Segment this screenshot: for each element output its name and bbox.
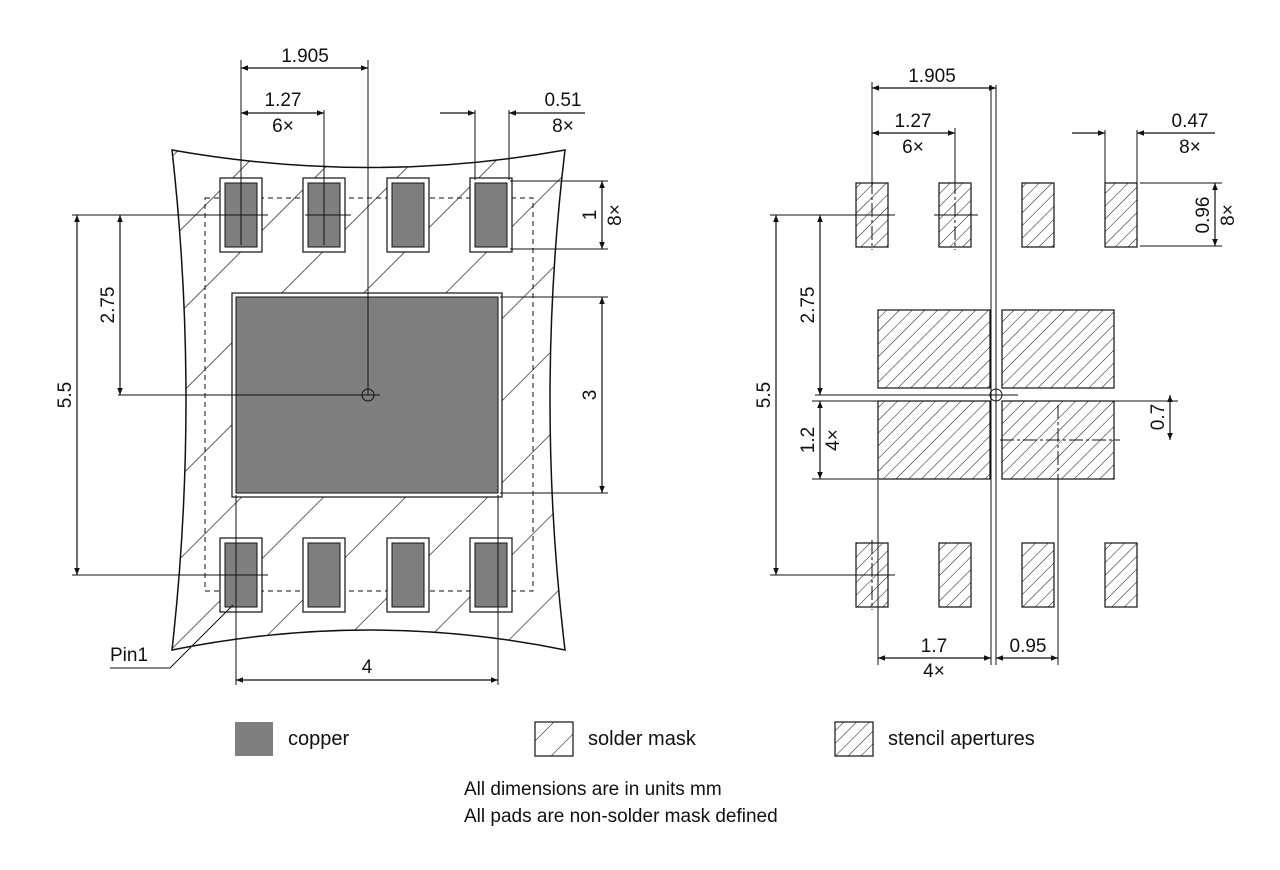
label-pad-width: 0.51 [545, 90, 582, 111]
label-row-to-row: 5.5 [55, 382, 76, 408]
note-units: All dimensions are in units mm [464, 779, 722, 800]
legend: copper solder mask stencil apertures [235, 721, 1035, 757]
label-pitch: 1.27 [265, 90, 302, 111]
aperture [1021, 542, 1055, 608]
pad [474, 542, 508, 608]
aperture [877, 309, 991, 389]
stencil-view: 1.905 1.27 6× 0.47 8× 0.96 8× 2.75 5.5 1… [754, 66, 1239, 682]
label-center-gap: 0.7 [1148, 404, 1169, 430]
label-aperture-height-count: 8× [1218, 204, 1239, 226]
label-aperture-width-count: 8× [1179, 137, 1201, 158]
aperture [1104, 542, 1138, 608]
label-pitch-half: 1.905 [281, 46, 329, 67]
footprint-view: 1.905 1.27 6× 0.51 8× 1 8× 2.75 5.5 3 4 … [55, 46, 626, 685]
aperture [877, 400, 991, 480]
label-pad-height-count: 8× [605, 204, 626, 226]
aperture [1001, 309, 1115, 389]
label-pitch-count: 6× [902, 137, 924, 158]
note-nsmd: All pads are non-solder mask defined [464, 806, 778, 827]
pad [307, 542, 341, 608]
copper-swatch [235, 722, 273, 756]
label-center-aperture-height: 1.2 [798, 427, 819, 453]
label-center-aperture-width: 1.7 [921, 636, 947, 657]
label-pad-width-count: 8× [552, 116, 574, 137]
label-row-to-center: 2.75 [798, 287, 819, 324]
label-aperture-height: 0.96 [1193, 197, 1214, 234]
pad [474, 182, 508, 248]
label-thermal-height: 3 [580, 390, 601, 401]
legend-solder-mask-label: solder mask [588, 728, 697, 750]
pad [391, 542, 425, 608]
aperture [938, 542, 972, 608]
pad [391, 182, 425, 248]
legend-copper-label: copper [288, 728, 349, 750]
aperture [1021, 182, 1055, 248]
label-aperture-width: 0.47 [1172, 111, 1209, 132]
label-pitch-count: 6× [272, 116, 294, 137]
solder-mask-swatch [534, 721, 574, 757]
label-row-to-center: 2.75 [98, 287, 119, 324]
label-pitch: 1.27 [895, 111, 932, 132]
label-pad-height: 1 [580, 210, 601, 221]
label-pitch-half: 1.905 [908, 66, 956, 87]
label-row-to-row: 5.5 [754, 382, 775, 408]
label-pin1: Pin1 [110, 645, 148, 666]
stencil-swatch [834, 721, 874, 757]
label-thermal-width: 4 [362, 657, 373, 678]
legend-stencil-label: stencil apertures [888, 728, 1035, 750]
label-center-offset: 0.95 [1010, 636, 1047, 657]
aperture [1104, 182, 1138, 248]
label-center-aperture-width-count: 4× [923, 661, 945, 682]
label-center-aperture-height-count: 4× [823, 429, 844, 451]
